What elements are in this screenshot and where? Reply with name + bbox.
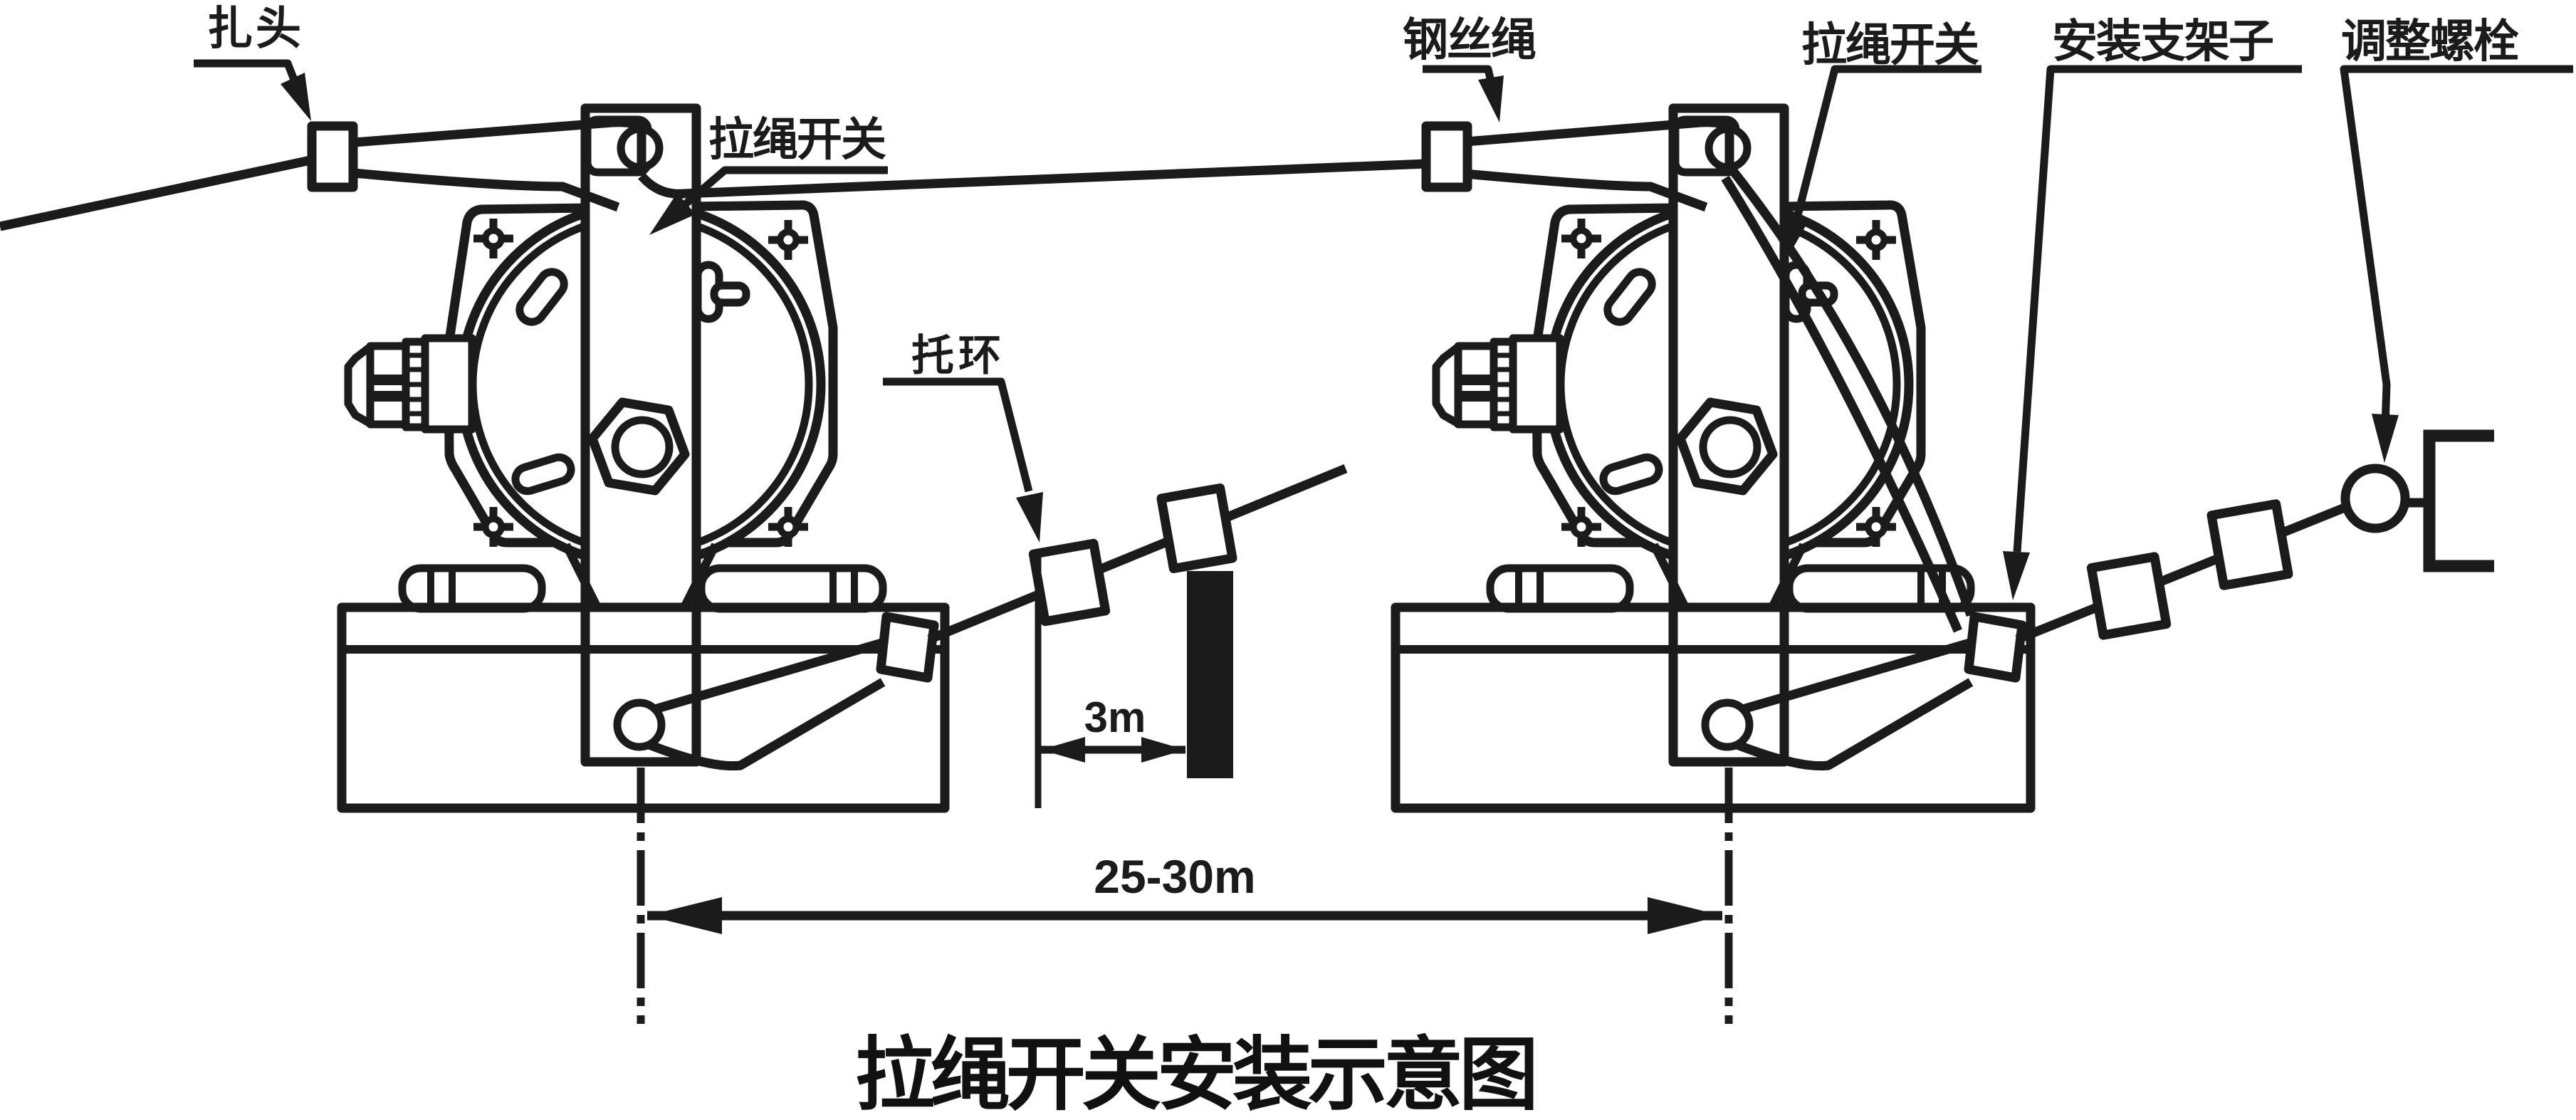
rope-clamp-left — [307, 121, 358, 192]
right-rope-runs — [1457, 117, 1976, 771]
dimension-3m-value: 3m — [1084, 694, 1146, 741]
right-switch-assembly — [1391, 103, 2036, 813]
left-corner-screws — [473, 219, 808, 547]
left-switch-assembly — [0, 103, 1427, 813]
left-slot-top — [515, 268, 568, 326]
support-ring-1 — [1028, 538, 1111, 627]
rope-clamp-right — [1421, 121, 1472, 192]
dimension-25-30m-value: 25-30m — [1094, 850, 1256, 903]
left-feet — [398, 543, 887, 613]
callout-mounting-bracket: 安装支架子 — [2003, 16, 2302, 600]
left-slot-bottom — [511, 453, 575, 496]
left-bottom-wheel — [613, 698, 666, 751]
callout-adjusting-bolt: 调整螺栓 — [2340, 16, 2573, 463]
label-pull-rope-switch-left: 拉绳开关 — [708, 114, 886, 165]
callouts: 扎头 拉绳开关 托环 钢丝绳 拉绳开关 安装支架子 — [194, 3, 2573, 600]
sensing-rope — [927, 464, 1348, 644]
label-an-zhuang-zhi-jia-zi: 安装支架子 — [2052, 16, 2273, 67]
left-hex-nut-hole — [611, 416, 674, 478]
left-rope-runs — [0, 117, 1427, 771]
callout-pull-rope-switch-right: 拉绳开关 — [1784, 19, 1981, 262]
left-cable-gland — [344, 334, 476, 434]
bolt-section — [2015, 429, 2494, 644]
right-mounting-base — [1391, 602, 2036, 813]
diagram-title: 拉绳开关安装示意图 — [855, 1028, 1534, 1120]
right-corner-screws — [1561, 219, 1896, 547]
wall-bracket — [2423, 429, 2494, 572]
label-zha-tou: 扎头 — [207, 3, 304, 54]
right-slot-bottom — [1599, 453, 1663, 496]
right-bottom-wheel — [1701, 698, 1754, 751]
dimension-25-30m: 25-30m — [637, 768, 1733, 1024]
left-rope-anchor — [876, 612, 939, 683]
adjusting-bolt — [2340, 464, 2410, 533]
support-ring-2 — [1156, 483, 1237, 574]
dimension-3m: 3m — [1041, 694, 1185, 763]
callout-pull-rope-switch-left: 拉绳开关 — [649, 114, 888, 235]
right-hex-nut-hole — [1699, 416, 1761, 478]
label-tuo-huan: 托环 — [911, 332, 1005, 380]
support-ring-3 — [2086, 552, 2172, 640]
wire-rope-span — [638, 159, 1427, 199]
rope-to-bolt — [2015, 503, 2347, 644]
right-feet — [1486, 543, 1975, 613]
callout-wire-rope: 钢丝绳 — [1403, 14, 1537, 122]
right-slot-top — [1603, 268, 1656, 326]
wall-column — [1187, 571, 1233, 778]
support-ring-4 — [2206, 499, 2293, 590]
callout-support-ring: 托环 — [883, 332, 1043, 543]
label-gang-si-sheng: 钢丝绳 — [1403, 14, 1536, 66]
callout-rope-clamp: 扎头 — [194, 3, 311, 121]
left-keyhole-arm — [710, 281, 750, 307]
label-pull-rope-switch-right: 拉绳开关 — [1801, 19, 1979, 70]
ring-section — [927, 464, 1348, 808]
label-tiao-zheng-luo-shuan: 调整螺栓 — [2341, 16, 2519, 67]
right-rope-anchor — [1964, 612, 2027, 683]
right-cable-gland — [1432, 334, 1564, 434]
